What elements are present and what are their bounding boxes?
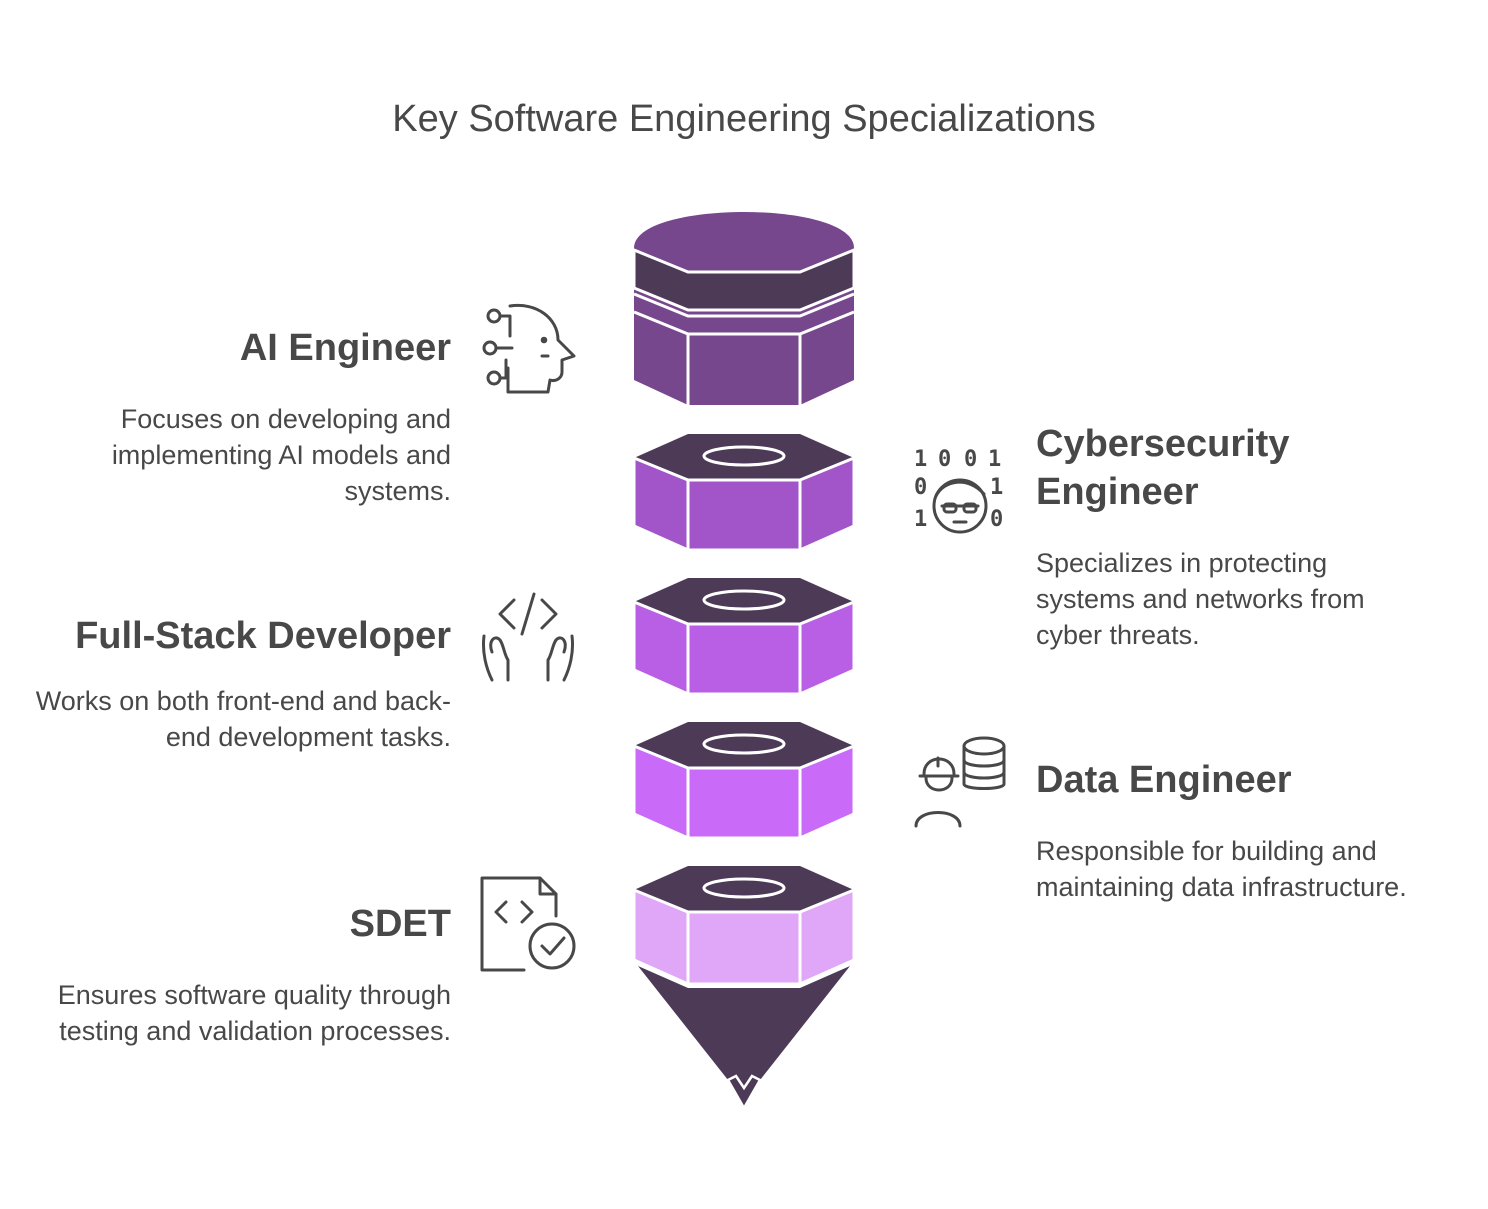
stack-cap-segment [632,212,856,405]
stack-nut-segment-1 [632,434,856,552]
svg-text:0: 0 [914,475,927,500]
stack-nut-segment-4 [632,866,856,986]
data-engineer-heading: Data Engineer [1036,759,1292,801]
svg-text:0: 0 [964,447,977,472]
ai-engineer-description: Focuses on developing and implementing A… [111,404,451,506]
stack-nut-segment-2 [632,578,856,696]
full-stack-developer-heading: Full-Stack Developer [75,615,451,657]
svg-text:1: 1 [914,447,927,472]
svg-text:0: 0 [990,507,1003,532]
code-hands-icon [482,592,574,682]
svg-text:0: 0 [938,447,951,472]
svg-text:1: 1 [990,475,1003,500]
ai-engineer-heading: AI Engineer [239,327,451,369]
ai-head-circuit-icon [482,303,576,394]
full-stack-developer-description: Works on both front-end and back-end dev… [35,686,451,752]
sdet-description: Ensures software quality through testing… [57,980,451,1046]
code-file-check-icon [480,876,576,972]
cybersecurity-engineer-description: Specializes in protecting systems and ne… [1036,548,1365,650]
sdet-heading: SDET [349,903,451,945]
data-engineer-description: Responsible for building and maintaining… [1036,836,1407,902]
stack-nut-segment-3 [632,722,856,840]
engineer-database-icon [914,736,1006,828]
svg-text:1: 1 [914,507,927,532]
hacker-binary-icon: 1 0 0 1 0 1 1 0 [914,447,1003,534]
stack-tip-segment [638,966,850,1111]
cybersecurity-engineer-heading: Cybersecurity Engineer [1036,423,1290,513]
diagram-title: Key Software Engineering Specializations [392,98,1096,140]
svg-text:1: 1 [988,447,1001,472]
